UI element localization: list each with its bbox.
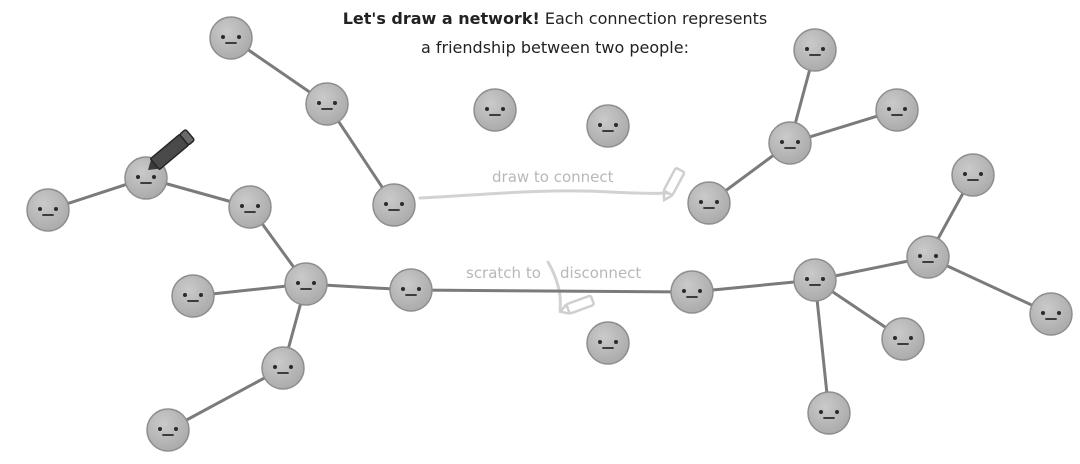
neutral-face-icon (598, 340, 618, 349)
friendship-edge[interactable] (166, 366, 285, 432)
person-node[interactable] (586, 104, 630, 148)
person-node[interactable] (881, 317, 925, 361)
person-node[interactable] (284, 262, 328, 306)
connect-hint-label: draw to connect (492, 168, 614, 186)
neutral-face-icon (485, 107, 505, 116)
person-node[interactable] (807, 391, 851, 435)
neutral-face-icon (38, 207, 58, 216)
neutral-face-icon (805, 277, 825, 286)
person-node[interactable] (372, 183, 416, 227)
neutral-face-icon (699, 200, 719, 209)
neutral-face-icon (317, 101, 337, 110)
scratch-hint-pencil-icon (558, 294, 595, 315)
neutral-face-icon (682, 289, 702, 298)
person-node[interactable] (305, 82, 349, 126)
neutral-face-icon (893, 336, 913, 345)
neutral-face-icon (296, 281, 316, 290)
instructions-bold: Let's draw a network! (342, 9, 540, 28)
instructions-text: Let's draw a network! Each connection re… (340, 4, 770, 62)
neutral-face-icon (136, 175, 156, 184)
person-node[interactable] (793, 258, 837, 302)
node-layer (26, 16, 1073, 452)
neutral-face-icon (401, 287, 421, 296)
disconnect-hint-label-b: disconnect (560, 264, 642, 282)
neutral-face-icon (384, 202, 404, 211)
connect-hint-pencil-icon (662, 167, 686, 203)
person-node[interactable] (228, 185, 272, 229)
person-node[interactable] (768, 121, 812, 165)
scratch-hint-stroke (546, 260, 562, 312)
disconnect-hint-label-a: scratch to (466, 264, 541, 282)
neutral-face-icon (273, 365, 293, 374)
person-node[interactable] (875, 88, 919, 132)
neutral-face-icon (819, 410, 839, 419)
instructions-rest: Each connection represents a friendship … (421, 9, 768, 57)
person-node[interactable] (171, 274, 215, 318)
neutral-face-icon (221, 35, 241, 44)
pencil-icon (148, 129, 195, 170)
person-node[interactable] (951, 153, 995, 197)
neutral-face-icon (598, 123, 618, 132)
person-node[interactable] (1029, 292, 1073, 336)
neutral-face-icon (887, 107, 907, 116)
person-node[interactable] (26, 188, 70, 232)
person-node[interactable] (473, 88, 517, 132)
friendship-edge[interactable] (813, 278, 831, 415)
neutral-face-icon (240, 204, 260, 213)
person-node[interactable] (687, 181, 731, 225)
person-node[interactable] (670, 270, 714, 314)
neutral-face-icon (183, 293, 203, 302)
person-node[interactable] (261, 346, 305, 390)
neutral-face-icon (918, 254, 938, 263)
friendship-edge[interactable] (409, 288, 694, 294)
neutral-face-icon (805, 47, 825, 56)
friendship-edge[interactable] (926, 255, 1053, 316)
connect-hint-line (418, 189, 670, 200)
person-node[interactable] (209, 16, 253, 60)
person-node[interactable] (906, 235, 950, 279)
person-node[interactable] (389, 268, 433, 312)
person-node[interactable] (586, 321, 630, 365)
neutral-face-icon (963, 172, 983, 181)
neutral-face-icon (1041, 311, 1061, 320)
neutral-face-icon (158, 427, 178, 436)
person-node[interactable] (146, 408, 190, 452)
neutral-face-icon (780, 140, 800, 149)
person-node[interactable] (793, 28, 837, 72)
